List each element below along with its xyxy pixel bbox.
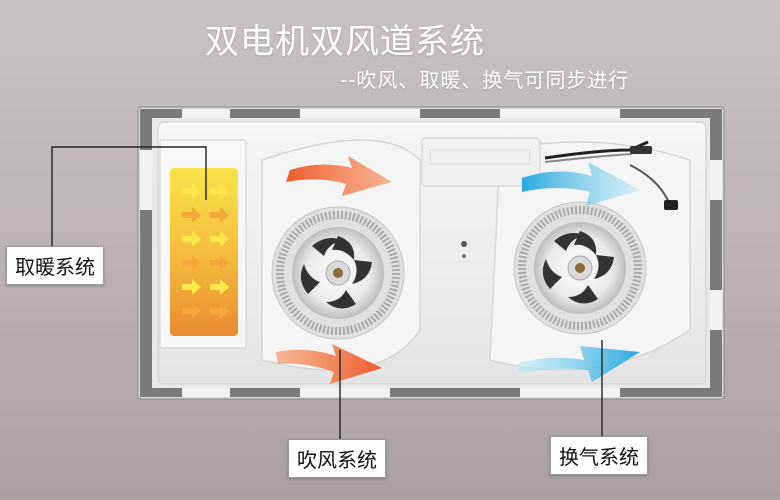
cable-icon [544, 140, 678, 210]
arrow-icon [516, 162, 640, 382]
label-ventilation-system: 换气系统 [550, 436, 648, 475]
fan-icon [271, 206, 405, 340]
label-blowing-system: 吹风系统 [288, 439, 386, 478]
label-heating-system: 取暖系统 [6, 246, 104, 285]
control-box [421, 137, 541, 258]
leader-line-heating [51, 146, 207, 250]
page-subtitle: --吹风、取暖、换气可同步进行 [340, 68, 630, 92]
fan-icon [513, 201, 647, 335]
arrow-icon [276, 156, 392, 384]
page-title: 双电机双风道系统 [205, 22, 485, 62]
heater-element [159, 139, 247, 349]
heat-arrows [182, 183, 229, 319]
leader-lines [51, 146, 603, 440]
